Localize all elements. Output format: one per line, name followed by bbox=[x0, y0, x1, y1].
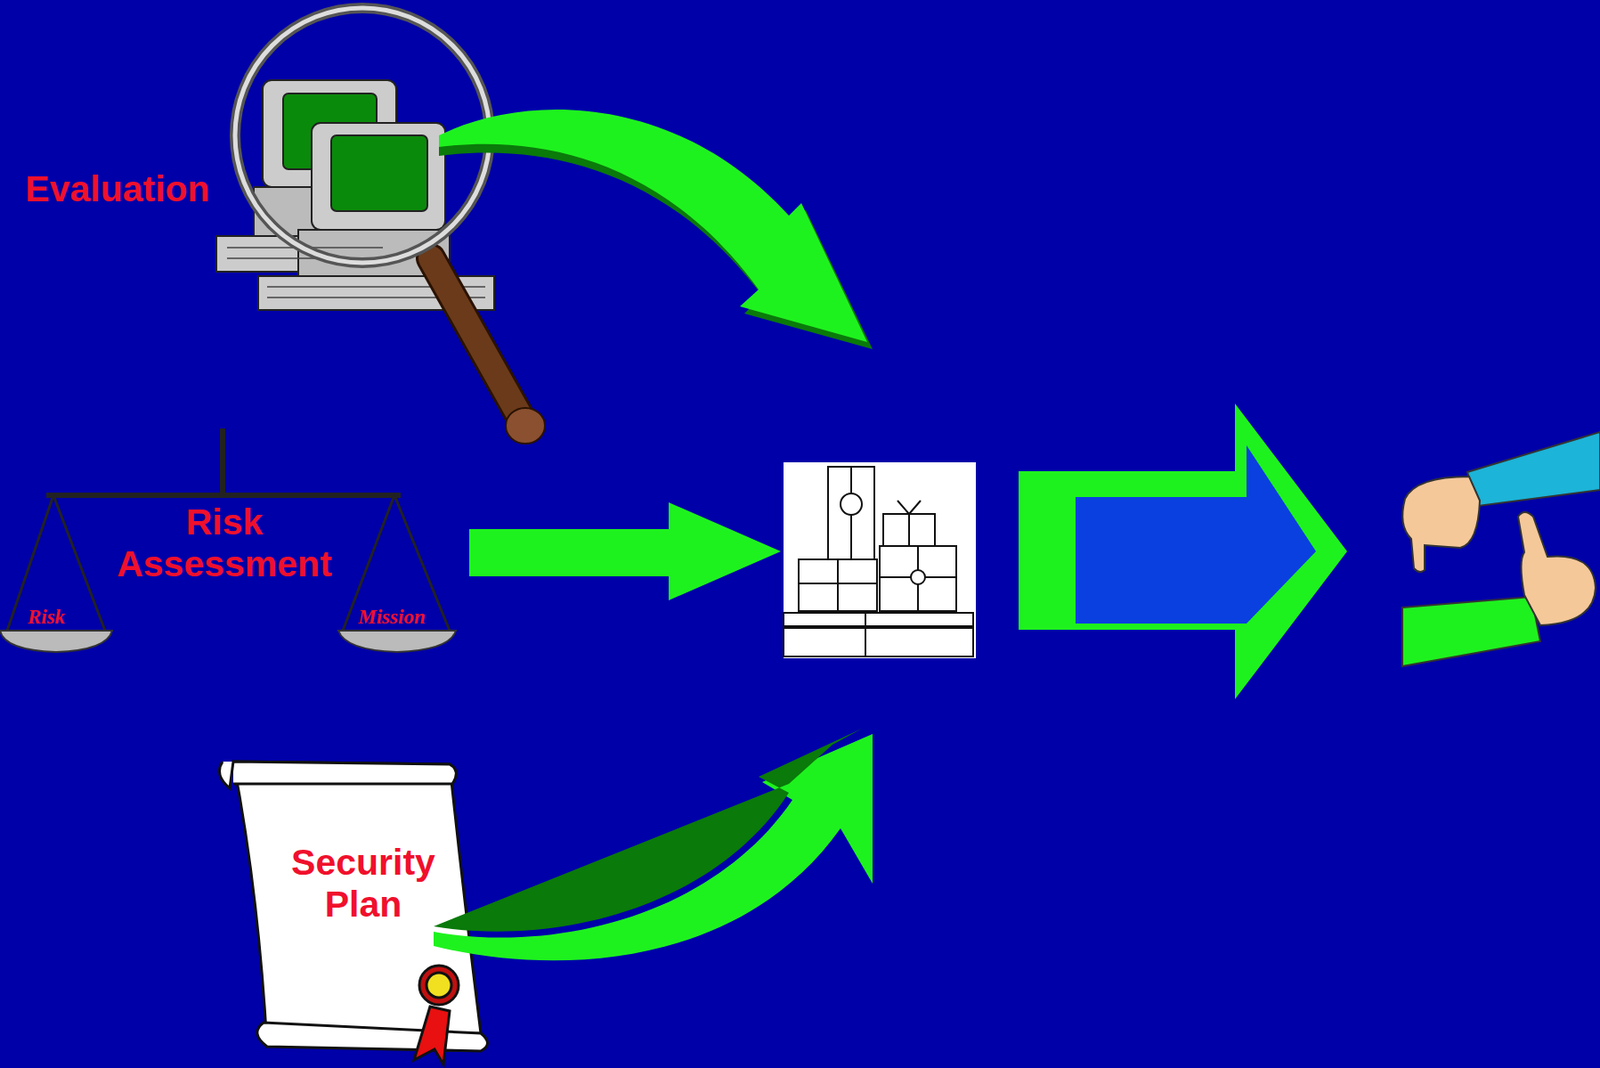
curved-arrow bbox=[433, 728, 873, 960]
pan-label: Risk bbox=[27, 605, 65, 629]
thumbs-hands bbox=[1402, 431, 1600, 666]
big-arrow bbox=[1018, 403, 1348, 699]
gift-package bbox=[783, 462, 976, 658]
text-node: Security Plan bbox=[278, 841, 448, 926]
text-node: Evaluation bbox=[24, 168, 210, 211]
node-label: Security Plan bbox=[278, 841, 448, 926]
node-label: Evaluation bbox=[24, 168, 210, 211]
magnifier bbox=[235, 8, 545, 444]
pan-label: Mission bbox=[357, 605, 425, 629]
balance-scale bbox=[0, 428, 456, 652]
text-node: Risk Assessment bbox=[108, 501, 341, 585]
node-label: Risk Assessment bbox=[108, 501, 341, 585]
curved-arrow bbox=[438, 109, 873, 350]
scroll-document bbox=[219, 761, 488, 1064]
straight-arrow bbox=[469, 502, 781, 601]
